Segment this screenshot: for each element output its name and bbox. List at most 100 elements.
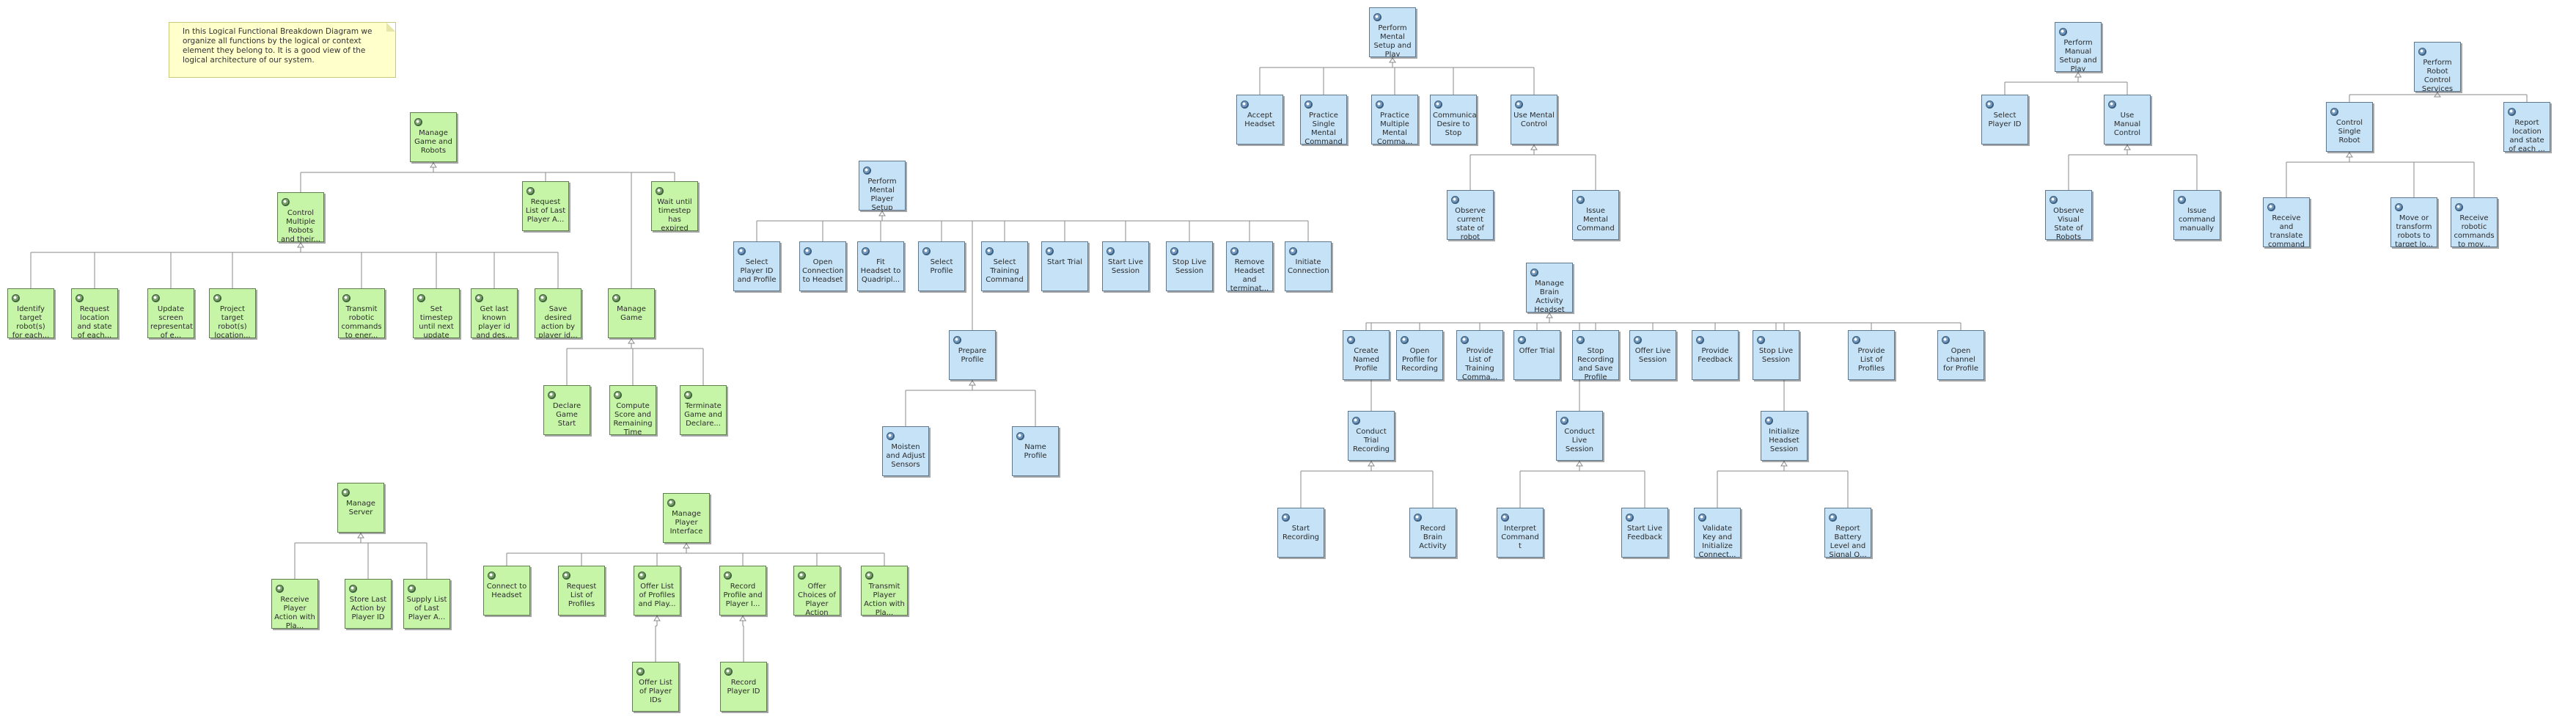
- function-node-fit-headset[interactable]: Fit Headset to Quadripl...: [857, 241, 904, 291]
- function-label: Issue command manually: [2179, 207, 2215, 233]
- function-node-manual-setup-play[interactable]: Perform Manual Setup and Play: [2055, 22, 2102, 72]
- function-node-robot-control[interactable]: Perform Robot Control Services: [2414, 42, 2461, 92]
- function-node-request-list-last[interactable]: Request List of Last Player A...: [522, 181, 569, 231]
- function-node-remove-headset[interactable]: Remove Headset and terminat...: [1226, 241, 1273, 291]
- function-node-start-live-feedback[interactable]: Start Live Feedback: [1621, 508, 1668, 558]
- function-icon: [887, 432, 895, 440]
- function-node-offer-ids[interactable]: Offer List of Player IDs: [632, 662, 679, 712]
- function-node-request-location[interactable]: Request location and state of each...: [71, 288, 118, 338]
- function-node-receive-robotic[interactable]: Receive robotic commands to mov...: [2451, 197, 2498, 247]
- function-node-open-profile-rec[interactable]: Open Profile for Recording: [1396, 330, 1443, 380]
- function-node-open-connection[interactable]: Open Connection to Headset: [799, 241, 846, 291]
- function-node-transmit-action[interactable]: Transmit Player Action with Pla...: [861, 566, 908, 616]
- function-node-provide-training[interactable]: Provide List of Training Comma...: [1456, 330, 1503, 380]
- function-node-supply-list[interactable]: Supply List of Last Player A...: [403, 579, 450, 629]
- function-node-offer-list[interactable]: Offer List of Profiles and Play...: [634, 566, 680, 616]
- function-node-provide-profiles[interactable]: Provide List of Profiles: [1848, 330, 1895, 380]
- function-node-practice-single[interactable]: Practice Single Mental Command: [1300, 95, 1347, 145]
- function-label: Compute Score and Remaining Time: [613, 402, 653, 435]
- function-icon: [1698, 514, 1706, 522]
- function-icon: [408, 585, 416, 593]
- connector-arrow: [1576, 461, 1583, 467]
- function-node-manage-server[interactable]: Manage Server: [337, 483, 384, 533]
- function-node-issue-mental[interactable]: Issue Mental Command: [1572, 190, 1619, 240]
- function-node-compute-score[interactable]: Compute Score and Remaining Time: [609, 385, 656, 435]
- function-node-request-profiles[interactable]: Request List of Profiles: [558, 566, 605, 616]
- function-node-select-profile[interactable]: Select Profile: [918, 241, 965, 291]
- function-node-observe-state[interactable]: Observe current state of robot: [1447, 190, 1494, 240]
- function-node-record-brain[interactable]: Record Brain Activity: [1409, 508, 1456, 558]
- diagram-note[interactable]: In this Logical Functional Breakdown Dia…: [169, 22, 396, 78]
- function-node-declare-start[interactable]: Declare Game Start: [543, 385, 590, 435]
- function-node-conduct-live[interactable]: Conduct Live Session: [1556, 411, 1603, 461]
- function-node-save-desired[interactable]: Save desired action by player id...: [535, 288, 581, 338]
- function-node-control-robots[interactable]: Control Multiple Robots and their...: [277, 192, 324, 242]
- function-node-use-mental[interactable]: Use Mental Control: [1511, 95, 1557, 145]
- function-node-terminate-game[interactable]: Terminate Game and Declare...: [680, 385, 727, 435]
- function-node-receive-translate[interactable]: Receive and translate command: [2263, 197, 2310, 247]
- function-node-start-recording[interactable]: Start Recording: [1277, 508, 1324, 558]
- function-node-get-last-known[interactable]: Get last known player id and des...: [471, 288, 518, 338]
- function-node-manage-game2[interactable]: Manage Game: [608, 288, 655, 338]
- function-node-initialize-headset[interactable]: Initialize Headset Session: [1761, 411, 1808, 461]
- function-node-connect-headset[interactable]: Connect to Headset: [483, 566, 530, 616]
- function-node-mental-player-setup[interactable]: Perform Mental Player Setup: [859, 161, 906, 211]
- function-node-transmit-commands[interactable]: Transmit robotic commands to ener...: [338, 288, 385, 338]
- function-icon: [1852, 336, 1860, 344]
- function-node-report-location[interactable]: Report location and state of each ...: [2503, 102, 2550, 152]
- function-node-receive-action[interactable]: Receive Player Action with Pla...: [271, 579, 318, 629]
- function-node-validate-key[interactable]: Validate Key and Initialize Connect...: [1694, 508, 1741, 558]
- function-node-initiate-connection[interactable]: Initiate Connection: [1285, 241, 1332, 291]
- function-node-open-channel[interactable]: Open channel for Profile: [1937, 330, 1984, 380]
- function-node-move-transform[interactable]: Move or transform robots to target lo...: [2390, 197, 2437, 247]
- function-node-set-timestep[interactable]: Set timestep until next update: [413, 288, 460, 338]
- function-node-update-screen[interactable]: Update screen representation of e...: [147, 288, 194, 338]
- function-node-offer-trial[interactable]: Offer Trial: [1513, 330, 1560, 380]
- function-node-practice-multiple[interactable]: Practice Multiple Mental Comma...: [1371, 95, 1418, 145]
- function-node-stop-live2[interactable]: Stop Live Session: [1753, 330, 1799, 380]
- function-node-select-training[interactable]: Select Training Command: [981, 241, 1028, 291]
- function-label: Request location and state of each...: [77, 305, 112, 338]
- function-node-observe-visual[interactable]: Observe Visual State of Robots: [2045, 190, 2092, 240]
- function-node-accept-headset[interactable]: Accept Headset: [1236, 95, 1283, 145]
- function-node-start-trial[interactable]: Start Trial: [1041, 241, 1088, 291]
- function-node-manage-brain[interactable]: Manage Brain Activity Headset: [1526, 263, 1573, 313]
- function-label: Fit Headset to Quadripl...: [860, 258, 901, 284]
- function-icon: [1401, 336, 1409, 344]
- function-node-stop-recording[interactable]: Stop Recording and Save Profile: [1572, 330, 1619, 380]
- function-node-provide-feedback[interactable]: Provide Feedback: [1692, 330, 1739, 380]
- function-label: Observe Visual State of Robots: [2053, 207, 2084, 240]
- function-node-record-player-id[interactable]: Record Player ID: [720, 662, 767, 712]
- function-node-identify-targets[interactable]: Identify target robot(s) for each...: [7, 288, 54, 338]
- function-node-communicate-desire[interactable]: Communicate Desire to Stop: [1430, 95, 1477, 145]
- function-label: Save desired action by player id...: [538, 305, 578, 338]
- function-node-mental-setup-play[interactable]: Perform Mental Setup and Play: [1369, 7, 1416, 57]
- function-node-conduct-trial[interactable]: Conduct Trial Recording: [1348, 411, 1395, 461]
- function-node-select-player-id[interactable]: Select Player ID and Profile: [733, 241, 780, 291]
- function-node-use-manual[interactable]: Use Manual Control: [2104, 95, 2151, 145]
- function-label: Manage Player Interface: [669, 510, 703, 536]
- function-node-offer-live[interactable]: Offer Live Session: [1629, 330, 1676, 380]
- function-node-create-named[interactable]: Create Named Profile: [1343, 330, 1390, 380]
- function-node-store-last-action[interactable]: Store Last Action by Player ID: [345, 579, 392, 629]
- function-node-interpret-command[interactable]: Interpret Command t: [1497, 508, 1544, 558]
- function-node-start-live[interactable]: Start Live Session: [1102, 241, 1149, 291]
- function-icon: [1765, 417, 1773, 425]
- function-icon: [417, 294, 425, 302]
- function-node-issue-manual[interactable]: Issue command manually: [2173, 190, 2220, 240]
- function-node-project-targets[interactable]: Project target robot(s) location...: [209, 288, 256, 338]
- function-node-record-profile[interactable]: Record Profile and Player I...: [719, 566, 766, 616]
- function-node-offer-choices[interactable]: Offer Choices of Player Action: [793, 566, 840, 616]
- function-node-wait-timestep[interactable]: Wait until timestep has expired: [651, 181, 698, 231]
- function-icon: [684, 391, 692, 399]
- function-node-manage-game[interactable]: Manage Game and Robots: [410, 112, 457, 162]
- function-node-control-single[interactable]: Control Single Robot: [2326, 102, 2373, 152]
- function-node-stop-live[interactable]: Stop Live Session: [1166, 241, 1213, 291]
- function-node-moisten-sensors[interactable]: Moisten and Adjust Sensors: [882, 426, 929, 476]
- function-node-manage-interface[interactable]: Manage Player Interface: [663, 493, 710, 543]
- function-node-name-profile[interactable]: Name Profile: [1012, 426, 1059, 476]
- function-node-select-player-id2[interactable]: Select Player ID: [1981, 95, 2028, 145]
- function-node-report-battery[interactable]: Report Battery Level and Signal Q...: [1824, 508, 1871, 558]
- function-node-prepare-profile[interactable]: Prepare Profile: [949, 330, 996, 380]
- function-label: Select Training Command: [986, 258, 1024, 284]
